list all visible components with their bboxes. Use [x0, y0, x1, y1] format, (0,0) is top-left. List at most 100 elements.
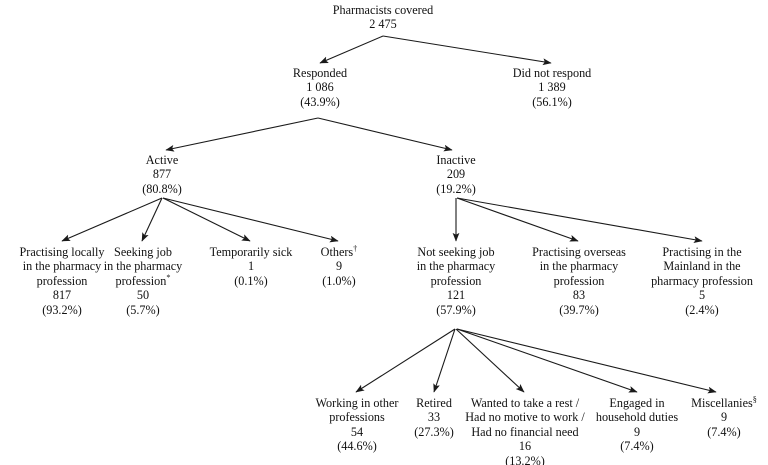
- node-practising-mainland-line1: Practising in the: [662, 245, 742, 259]
- node-active-count: 877: [152, 167, 172, 182]
- node-retired: Retired 33 (27.3%): [400, 396, 468, 439]
- node-working-other-count: 54: [350, 424, 364, 439]
- node-temporarily-sick-percent: (0.1%): [234, 273, 268, 288]
- node-practising-mainland-line3: pharmacy profession: [651, 273, 753, 288]
- node-active: Active 877 (80.8%): [92, 153, 232, 196]
- node-wanted-rest-percent: (13.2%): [505, 453, 545, 465]
- node-seeking-job-line3-text: profession: [115, 273, 167, 288]
- edge-root-to-responded: [319, 35, 384, 64]
- node-retired-label: Retired: [416, 396, 452, 410]
- node-practising-overseas-line1: Practising overseas: [532, 245, 626, 259]
- node-practising-locally: Practising locally in the pharmacy profe…: [0, 245, 130, 317]
- node-others-label-text: Others: [320, 245, 354, 259]
- footnote-dagger-marker: †: [353, 243, 358, 253]
- edge-active-to-practising-locally: [61, 197, 163, 242]
- node-working-other-line1: Working in other: [315, 396, 399, 410]
- node-did-not-respond-count: 1 389: [538, 80, 566, 95]
- edge-active-to-temporarily-sick: [162, 197, 251, 242]
- edge-inactive-to-practising-overseas: [456, 197, 579, 242]
- node-did-not-respond-percent: (56.1%): [532, 94, 572, 109]
- node-active-label: Active: [145, 153, 179, 167]
- edge-responded-to-active: [165, 117, 319, 152]
- node-household-duties-percent: (7.4%): [620, 439, 654, 454]
- node-household-duties-count: 9: [633, 424, 641, 439]
- node-others-percent: (1.0%): [322, 273, 356, 288]
- node-retired-percent: (27.3%): [414, 424, 454, 439]
- node-practising-locally-line1: Practising locally: [19, 245, 105, 259]
- node-practising-overseas: Practising overseas in the pharmacy prof…: [513, 245, 645, 317]
- node-not-seeking-job-line2: in the pharmacy: [416, 259, 496, 274]
- node-not-seeking-job-percent: (57.9%): [436, 302, 476, 317]
- node-wanted-rest-count: 16: [518, 439, 532, 454]
- node-miscellanies-count: 9: [720, 410, 728, 425]
- node-not-seeking-job-count: 121: [446, 288, 466, 303]
- node-inactive-count: 209: [446, 167, 466, 182]
- node-miscellanies-label-text: Miscellanies: [691, 396, 753, 410]
- node-root-count: 2 475: [369, 17, 397, 32]
- node-seeking-job-line2: in the pharmacy: [103, 259, 183, 274]
- node-others-label: Others†: [300, 243, 378, 259]
- node-not-seeking-job-line1: Not seeking job: [417, 245, 495, 259]
- node-retired-count: 33: [427, 410, 441, 425]
- node-household-duties-line2: household duties: [595, 410, 679, 425]
- edge-root-to-did-not-respond: [382, 35, 552, 66]
- edge-not-seeking-to-household-duties: [456, 328, 638, 393]
- node-wanted-rest-line3: Had no financial need: [471, 424, 579, 439]
- edge-not-seeking-to-working-other: [355, 328, 456, 393]
- node-working-other-line2: professions: [329, 410, 385, 425]
- node-others-count: 9: [335, 259, 343, 274]
- node-practising-overseas-line3: profession: [553, 273, 605, 288]
- node-responded-count: 1 086: [306, 80, 334, 95]
- node-responded-percent: (43.9%): [300, 94, 340, 109]
- edge-not-seeking-to-wanted-rest: [455, 328, 525, 393]
- edge-active-to-seeking-job: [141, 197, 163, 242]
- node-practising-overseas-percent: (39.7%): [559, 302, 599, 317]
- node-practising-mainland-line2: Mainland in the: [663, 259, 741, 274]
- edge-not-seeking-to-retired: [433, 328, 456, 393]
- node-working-other-professions: Working in other professions 54 (44.6%): [291, 396, 423, 454]
- node-practising-locally-percent: (93.2%): [42, 302, 82, 317]
- node-practising-mainland: Practising in the Mainland in the pharma…: [634, 245, 768, 317]
- edge-active-to-others: [162, 197, 339, 243]
- node-practising-locally-line2: in the pharmacy: [22, 259, 102, 274]
- node-seeking-job: Seeking job in the pharmacy profession* …: [78, 245, 208, 317]
- node-seeking-job-percent: (5.7%): [126, 302, 160, 317]
- node-practising-overseas-line2: in the pharmacy: [539, 259, 619, 274]
- node-practising-mainland-percent: (2.4%): [685, 302, 719, 317]
- node-temporarily-sick: Temporarily sick 1 (0.1%): [192, 245, 310, 288]
- edge-responded-to-inactive: [317, 117, 453, 152]
- node-not-seeking-job: Not seeking job in the pharmacy professi…: [391, 245, 521, 317]
- node-did-not-respond: Did not respond 1 389 (56.1%): [472, 66, 632, 109]
- node-root-label: Pharmacists covered: [332, 3, 434, 17]
- node-temporarily-sick-label: Temporarily sick: [209, 245, 293, 259]
- node-miscellanies: Miscellanies§ 9 (7.4%): [681, 395, 767, 439]
- node-miscellanies-label: Miscellanies§: [681, 395, 767, 410]
- node-seeking-job-count: 50: [136, 288, 150, 303]
- node-wanted-rest: Wanted to take a rest / Had no motive to…: [455, 396, 595, 465]
- node-practising-overseas-count: 83: [572, 288, 586, 303]
- node-household-duties: Engaged in household duties 9 (7.4%): [582, 396, 692, 454]
- node-did-not-respond-label: Did not respond: [512, 66, 592, 80]
- node-working-other-percent: (44.6%): [337, 439, 377, 454]
- node-wanted-rest-line2: Had no motive to work /: [465, 410, 585, 425]
- node-others: Others† 9 (1.0%): [300, 243, 378, 288]
- node-responded: Responded 1 086 (43.9%): [240, 66, 400, 109]
- edge-not-seeking-to-miscellanies: [456, 328, 717, 394]
- node-miscellanies-percent: (7.4%): [707, 424, 741, 439]
- node-wanted-rest-line1: Wanted to take a rest /: [470, 396, 580, 410]
- node-inactive-percent: (19.2%): [436, 181, 476, 196]
- node-practising-locally-count: 817: [52, 288, 72, 303]
- node-inactive: Inactive 209 (19.2%): [386, 153, 526, 196]
- node-practising-locally-line3: profession: [36, 273, 88, 288]
- node-inactive-label: Inactive: [436, 153, 476, 167]
- node-root: Pharmacists covered 2 475: [283, 3, 483, 32]
- node-practising-mainland-count: 5: [698, 288, 706, 303]
- node-seeking-job-line1: Seeking job: [114, 245, 172, 259]
- node-responded-label: Responded: [292, 66, 348, 80]
- node-active-percent: (80.8%): [142, 181, 182, 196]
- edge-inactive-to-practising-mainland: [456, 197, 703, 243]
- node-seeking-job-line3: profession*: [78, 272, 208, 288]
- footnote-asterisk-marker: *: [166, 272, 171, 282]
- node-household-duties-line1: Engaged in: [609, 396, 665, 410]
